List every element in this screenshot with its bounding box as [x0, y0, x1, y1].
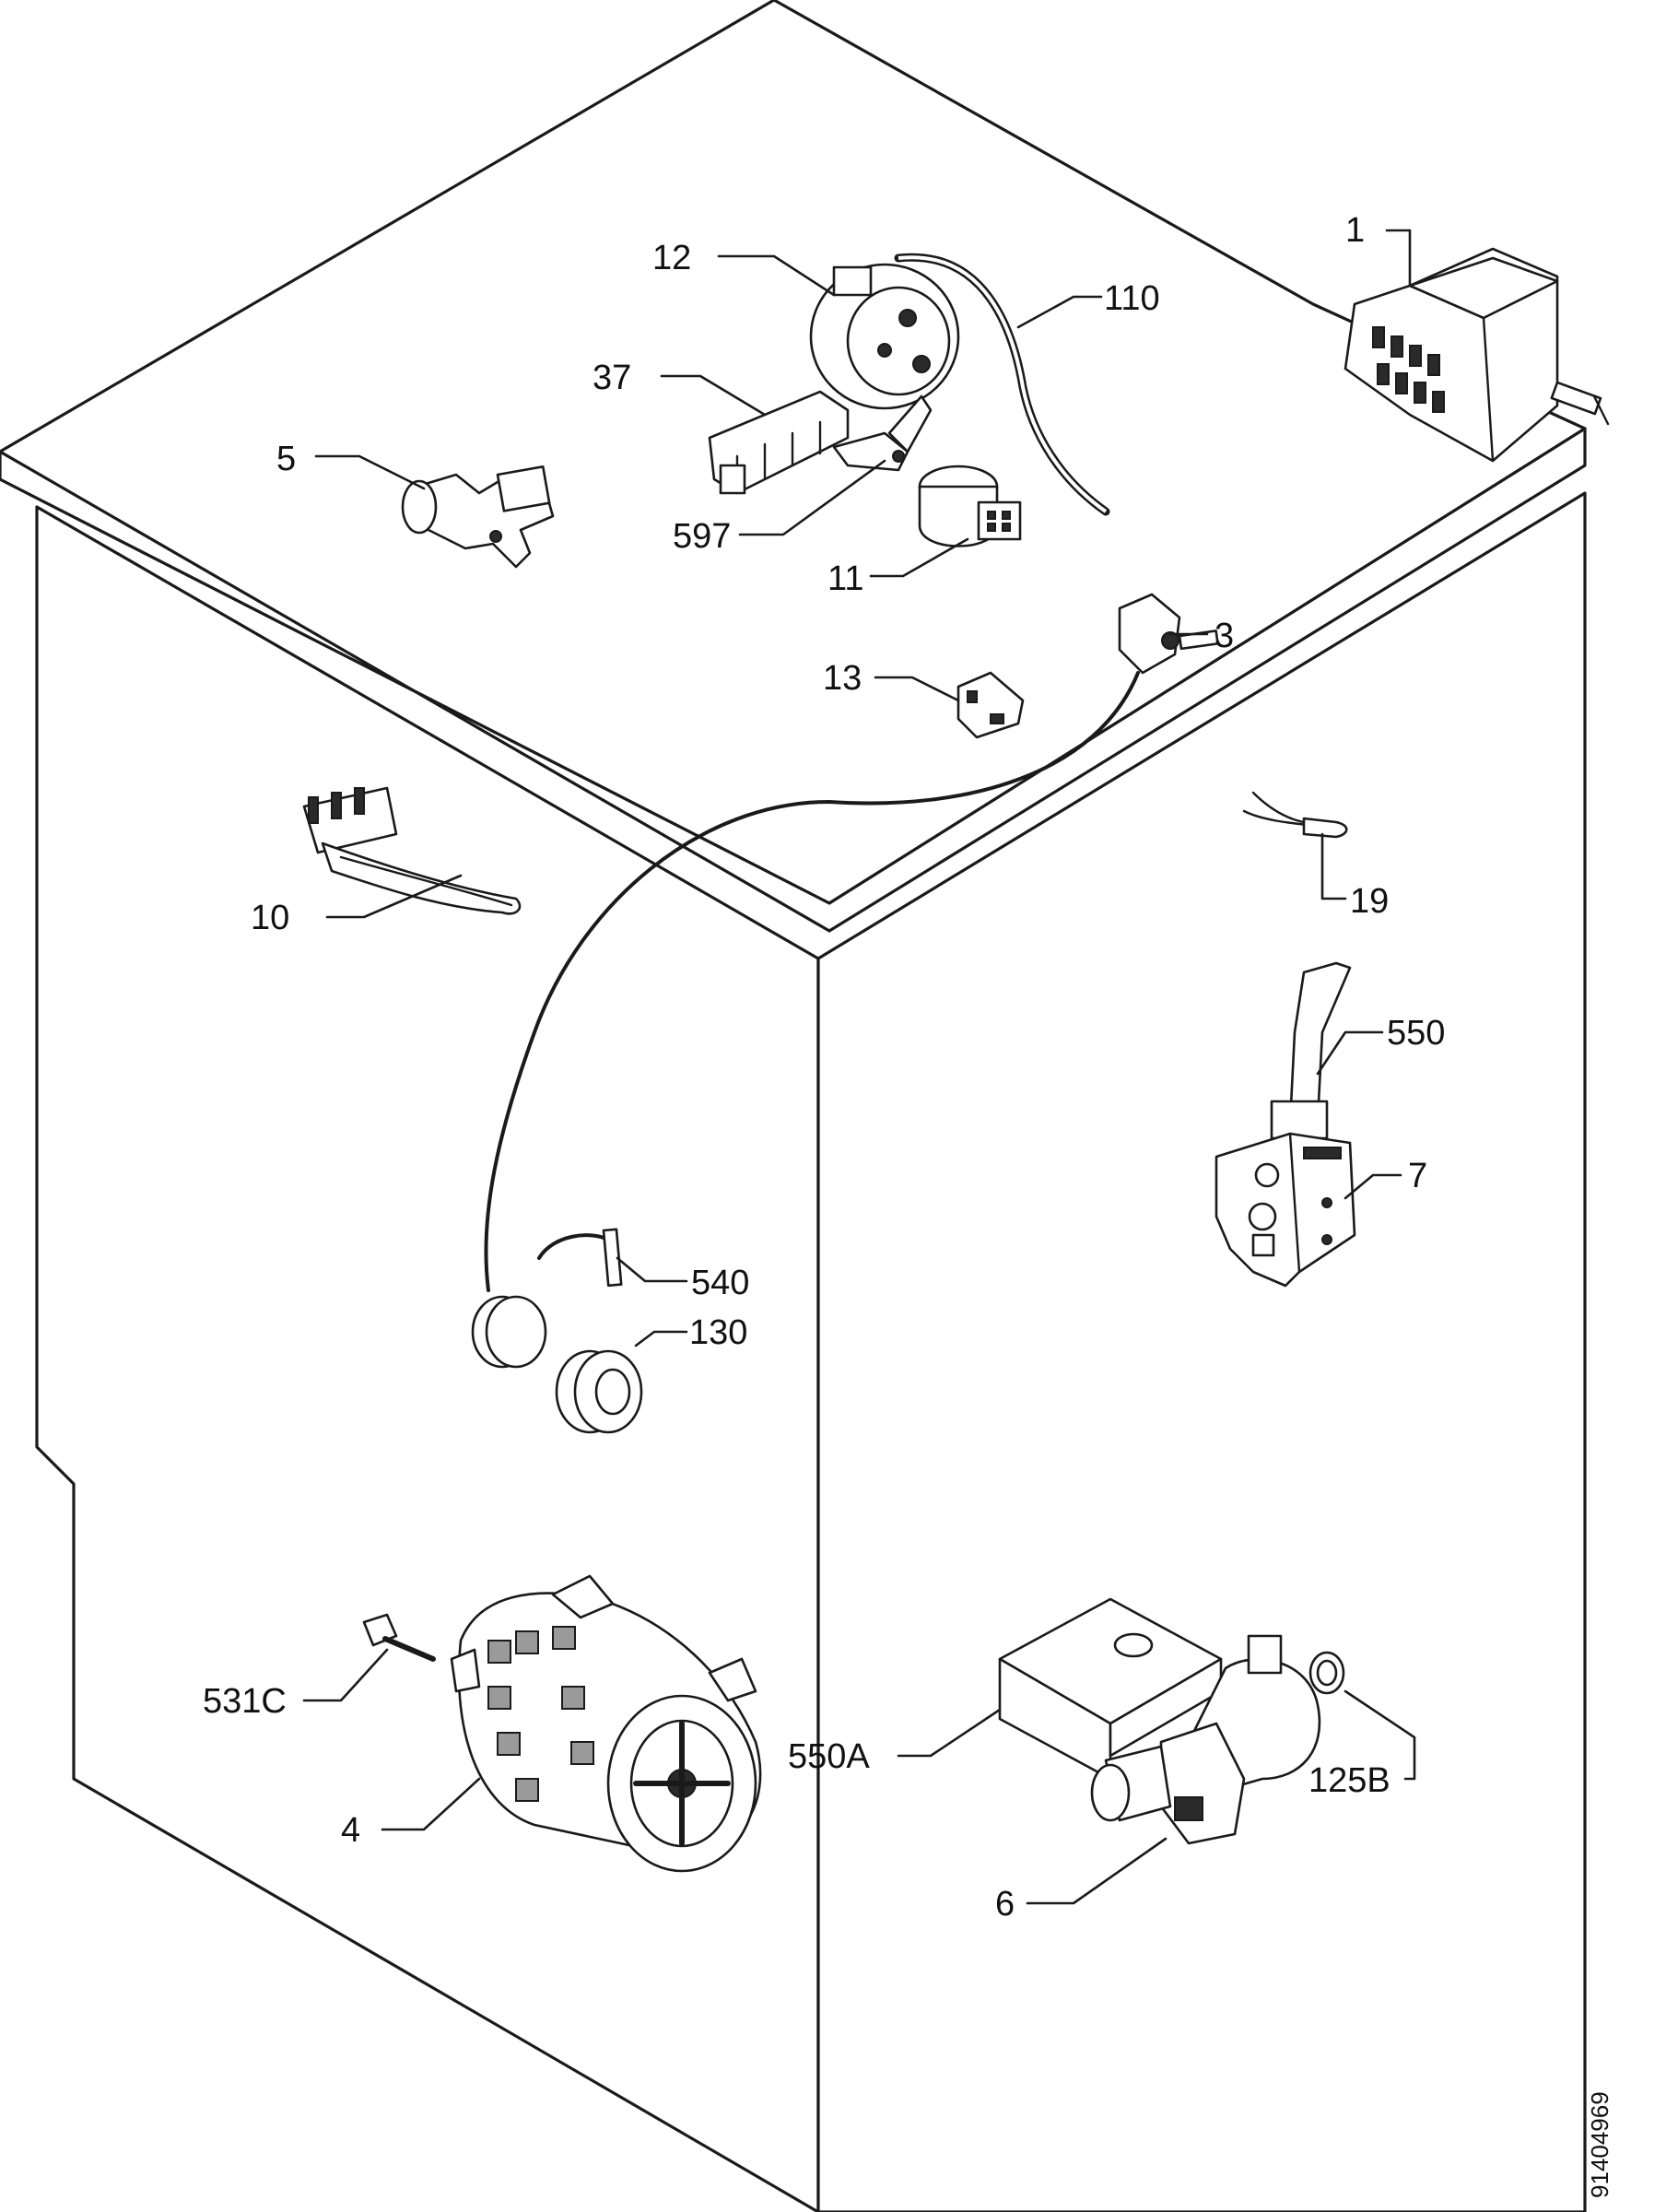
- label-19: 19: [1350, 882, 1389, 921]
- part-531c-screw: [362, 1613, 436, 1662]
- label-550a: 550A: [788, 1737, 870, 1776]
- part-13-connector: [956, 671, 1025, 739]
- part-5-water-valve: [401, 465, 555, 569]
- label-11: 11: [827, 559, 863, 598]
- part-7-door-lock: [1214, 1132, 1356, 1288]
- label-125b: 125B: [1308, 1761, 1391, 1800]
- label-110: 110: [1104, 279, 1160, 318]
- leader-lines: [302, 229, 1416, 1905]
- cabinet: [0, 0, 1587, 2212]
- label-531c: 531C: [203, 1682, 287, 1721]
- label-13: 13: [823, 659, 862, 698]
- label-6: 6: [995, 1885, 1015, 1924]
- part-37-terminal-block: [708, 390, 850, 495]
- cabinet-right-side: [816, 491, 1587, 2212]
- part-12-pressure-switch: [809, 263, 960, 410]
- part-1-programme-selector: [1344, 247, 1610, 463]
- label-130: 130: [689, 1313, 747, 1352]
- drawing-code: 91404969: [1586, 2091, 1613, 2198]
- part-540-clamp: [537, 1228, 623, 1288]
- label-3: 3: [1214, 617, 1234, 655]
- label-597: 597: [673, 517, 731, 556]
- part-4-motor: [450, 1574, 762, 1873]
- part-3-switch: [1118, 593, 1219, 675]
- label-12: 12: [652, 239, 691, 277]
- part-110-hose-core: [898, 255, 1108, 513]
- label-550: 550: [1387, 1014, 1445, 1053]
- part-11-capacitor: [918, 465, 1022, 547]
- part-3-cable: [484, 671, 1140, 1292]
- callout-labels: 1 12 110 37 5 597 11 3 13 19 10 550 7 54…: [203, 211, 1445, 1924]
- part-19-sensor: [1242, 791, 1348, 839]
- label-37: 37: [593, 359, 631, 397]
- part-130-gaskets: [471, 1295, 643, 1434]
- label-10: 10: [251, 899, 289, 937]
- label-4: 4: [341, 1811, 360, 1850]
- part-10-heating-element: [302, 786, 522, 915]
- part-6-drain-pump: [1090, 1634, 1345, 1845]
- part-550a-cover: [998, 1597, 1223, 1781]
- cabinet-top-edge: [0, 427, 1587, 933]
- label-540: 540: [691, 1264, 749, 1302]
- part-550-door-lever: [1270, 961, 1352, 1140]
- part-597-bracket: [832, 394, 933, 472]
- label-1: 1: [1345, 211, 1365, 250]
- label-5: 5: [276, 440, 296, 478]
- label-7: 7: [1408, 1157, 1427, 1195]
